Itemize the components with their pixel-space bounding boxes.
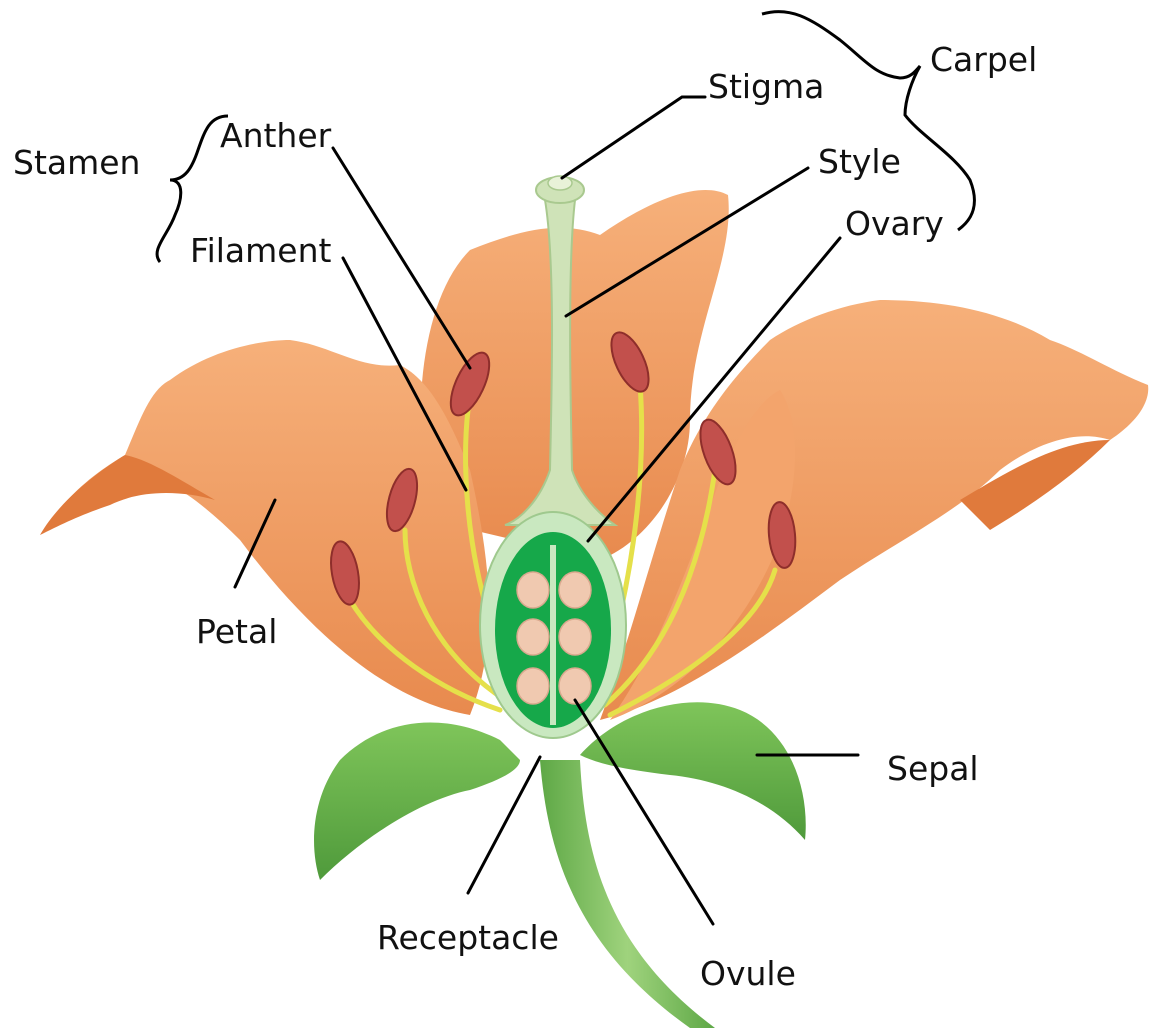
stamen-label: Stamen xyxy=(13,146,140,179)
anther-label: Anther xyxy=(220,119,331,152)
carpel-label: Carpel xyxy=(930,43,1037,76)
leader-stigma xyxy=(562,97,705,178)
stigma xyxy=(536,176,584,203)
receptacle-label: Receptacle xyxy=(377,921,559,954)
stigma-label: Stigma xyxy=(708,70,824,103)
filament-label: Filament xyxy=(190,234,331,267)
petal-left xyxy=(40,340,489,715)
petal-label: Petal xyxy=(196,615,277,648)
stem xyxy=(540,760,715,1028)
sepal-label: Sepal xyxy=(887,752,979,785)
sepal-right xyxy=(580,702,806,840)
sepal-left xyxy=(314,723,520,880)
style-label: Style xyxy=(818,145,901,178)
ovule-label: Ovule xyxy=(700,957,796,990)
leader-anther xyxy=(333,148,470,368)
ovary-label: Ovary xyxy=(845,207,944,240)
